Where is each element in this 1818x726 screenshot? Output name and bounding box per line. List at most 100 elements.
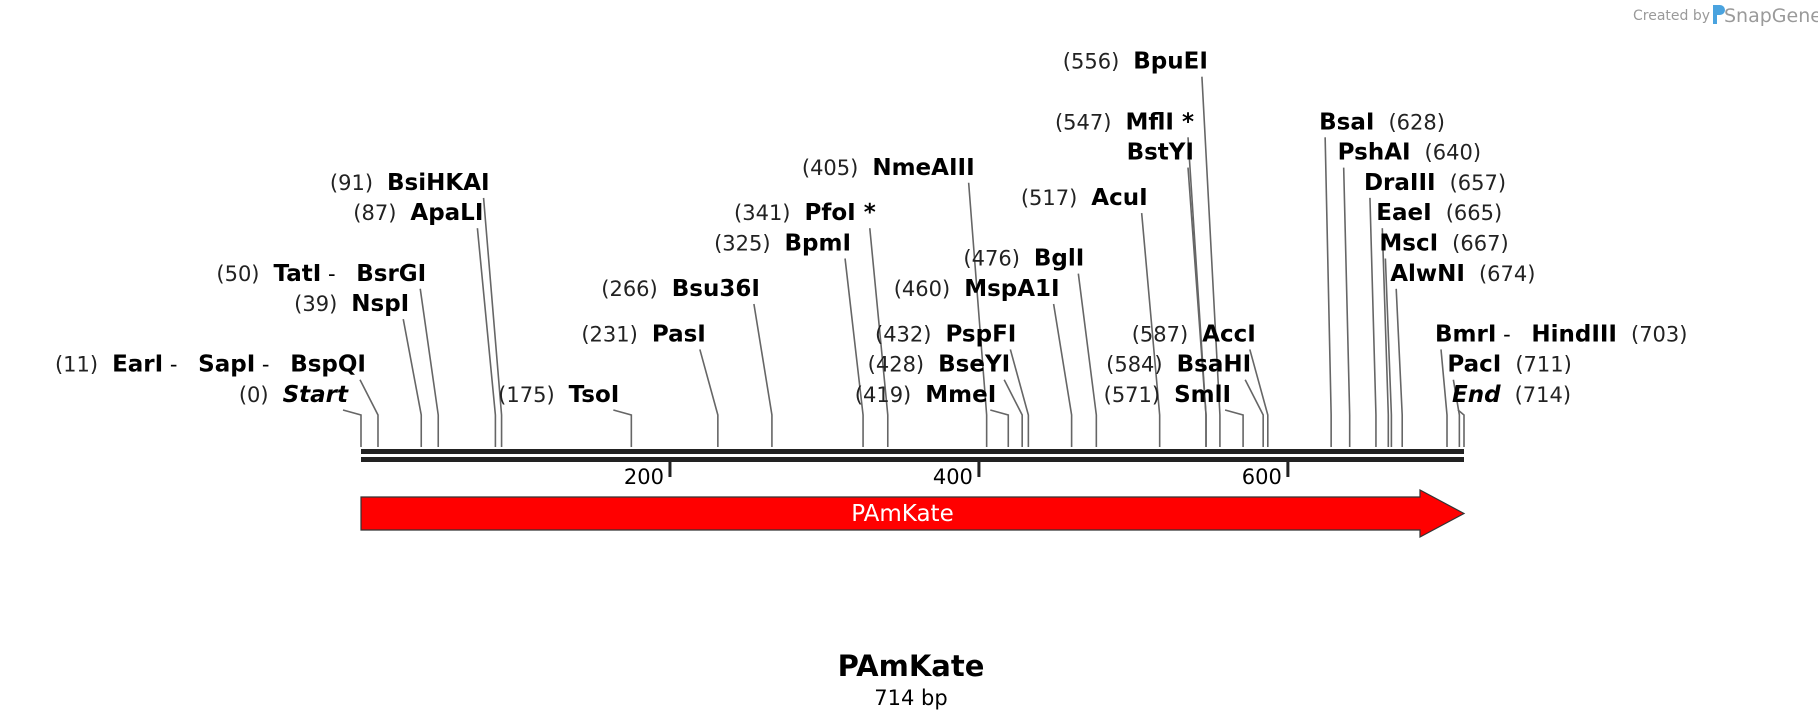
site-leader-line [402,318,423,447]
site-end[interactable]: End(714) [1452,382,1571,447]
dna-backbone [361,449,1464,462]
site-mfli[interactable]: (547)MflI * [1055,109,1207,447]
map-length: 714 bp [874,686,947,710]
site-leader-line [476,228,497,447]
site-start[interactable]: (0)Start [239,382,362,447]
site-position: (571) [1104,383,1160,407]
site-bstyi[interactable]: BstYI [1127,140,1207,447]
site-leader-line [967,182,988,447]
site-bsai[interactable]: BsaI(628) [1319,109,1445,447]
site-label: EaeI(665) [1376,200,1502,226]
enzyme-name: BsiHKAI [387,170,490,196]
site-position: (711) [1515,353,1571,377]
site-label: DraIII(657) [1364,170,1506,196]
enzyme-name: AcuI [1091,185,1147,211]
site-apali[interactable]: (87) ApaLI [353,200,497,447]
enzyme-name: MspA1I [964,276,1059,302]
enzyme-name: PasI [652,321,706,347]
site-label: (517)AcuI [1021,185,1148,211]
site-leader-line [1224,409,1244,447]
enzyme-name: AlwNI [1390,261,1465,287]
site-eari-sapi-bspqi[interactable]: (11)EarI - SapI - BspQI [55,352,379,447]
site-leader-line [1369,197,1377,447]
bottom-strand [361,457,1464,462]
site-nmeaiii[interactable]: (405)NmeAIII [802,155,988,447]
site-smli[interactable]: (571) SmlI [1104,382,1244,447]
site-eaei[interactable]: EaeI(665) [1376,200,1502,447]
site-position: (584) [1106,353,1162,377]
enzyme-name: TsoI [569,382,620,408]
enzyme-name: MmeI [925,382,996,408]
site-position: (628) [1388,110,1444,134]
site-mspa1i[interactable]: (460) MspA1I [894,276,1073,447]
separator: - [255,353,276,377]
site-msci[interactable]: MscI(667) [1379,231,1509,448]
site-alwni[interactable]: AlwNI(674) [1390,261,1535,447]
credit-prefix: Created by [1633,8,1710,24]
site-pfoi[interactable]: (341)PfoI * [734,200,889,447]
site-bmri-hindiii[interactable]: BmrI - HindIII(703) [1435,321,1687,447]
site-leader-line [1457,409,1465,447]
feature-arrow[interactable] [360,488,1466,539]
site-bsahi[interactable]: (584)BsaHI [1106,352,1264,447]
site-position: (0) [239,383,269,407]
site-draiii[interactable]: DraIII(657) [1364,170,1506,447]
site-label: MscI(667) [1379,231,1508,257]
site-nspi[interactable]: (39)NspI [294,291,423,447]
site-label: (556)BpuEI [1063,49,1208,75]
site-leader-line [1324,137,1332,447]
site-position: (460) [894,277,950,301]
feature-pamkate[interactable]: PAmKate [360,488,1466,539]
site-label: (587)AccI [1132,321,1256,347]
site-bsihkai[interactable]: (91)BsiHKAI [330,170,503,447]
site-paci[interactable]: PacI(711) [1447,352,1572,447]
site-label: (0)Start [239,382,349,408]
site-bgli[interactable]: (476)BglI [963,246,1098,447]
enzyme-name: PspFI [945,321,1016,347]
restriction-sites: (0)Start(11)EarI - SapI - BspQI(39)NspI(… [55,49,1687,448]
site-acui[interactable]: (517)AcuI [1021,185,1161,447]
star-mark: * [1174,109,1194,135]
enzyme-name: SmlI [1174,382,1231,408]
site-leader-line [1077,273,1098,447]
snapgene-credit: Created by SnapGene [1633,5,1818,27]
site-bseyi[interactable]: (428)BseYI [868,352,1023,447]
site-leader-line [1440,349,1448,447]
feature-label: PAmKate [851,501,953,527]
site-label: (341)PfoI * [734,200,876,226]
site-leader-line [699,349,719,447]
site-leader-line [1140,212,1161,447]
site-position: (432) [875,322,931,346]
map-title: PAmKate [838,649,985,683]
site-pasi[interactable]: (231)PasI [581,321,719,447]
enzyme-name: ApaLI [410,200,483,226]
site-label: (571) SmlI [1104,382,1231,408]
site-label: (231)PasI [581,321,705,347]
site-position: (714) [1515,383,1571,407]
separator: - [321,262,342,286]
site-tati-bsrgi[interactable]: (50)TatI - BsrGI [216,261,440,447]
enzyme-name: BglI [1034,246,1084,272]
site-tsoi[interactable]: (175) TsoI [498,382,633,447]
site-position: (341) [734,201,790,225]
site-mmei[interactable]: (419)MmeI [855,382,1010,447]
snapgene-logo-icon [1713,5,1725,24]
site-label: (325)BpmI [714,231,851,257]
site-position: (50) [216,262,259,286]
site-position: (175) [498,383,554,407]
site-position: (667) [1452,232,1508,256]
site-label: BmrI - HindIII(703) [1435,321,1687,347]
site-position: (665) [1446,201,1502,225]
site-bsu36i[interactable]: (266)Bsu36I [601,276,773,447]
site-acci[interactable]: (587)AccI [1132,321,1269,447]
site-pshai[interactable]: PshAI(640) [1338,140,1481,447]
site-position: (87) [353,201,396,225]
site-label: (432) PspFI [875,321,1016,347]
site-leader-line [1249,349,1269,447]
site-leader-line [1384,258,1393,447]
enzyme-name: BseYI [938,352,1010,378]
site-pspfi[interactable]: (432) PspFI [875,321,1030,447]
enzyme-name: DraIII [1364,170,1436,196]
site-bpmi[interactable]: (325)BpmI [714,231,864,448]
site-bpuei[interactable]: (556)BpuEI [1063,49,1221,447]
